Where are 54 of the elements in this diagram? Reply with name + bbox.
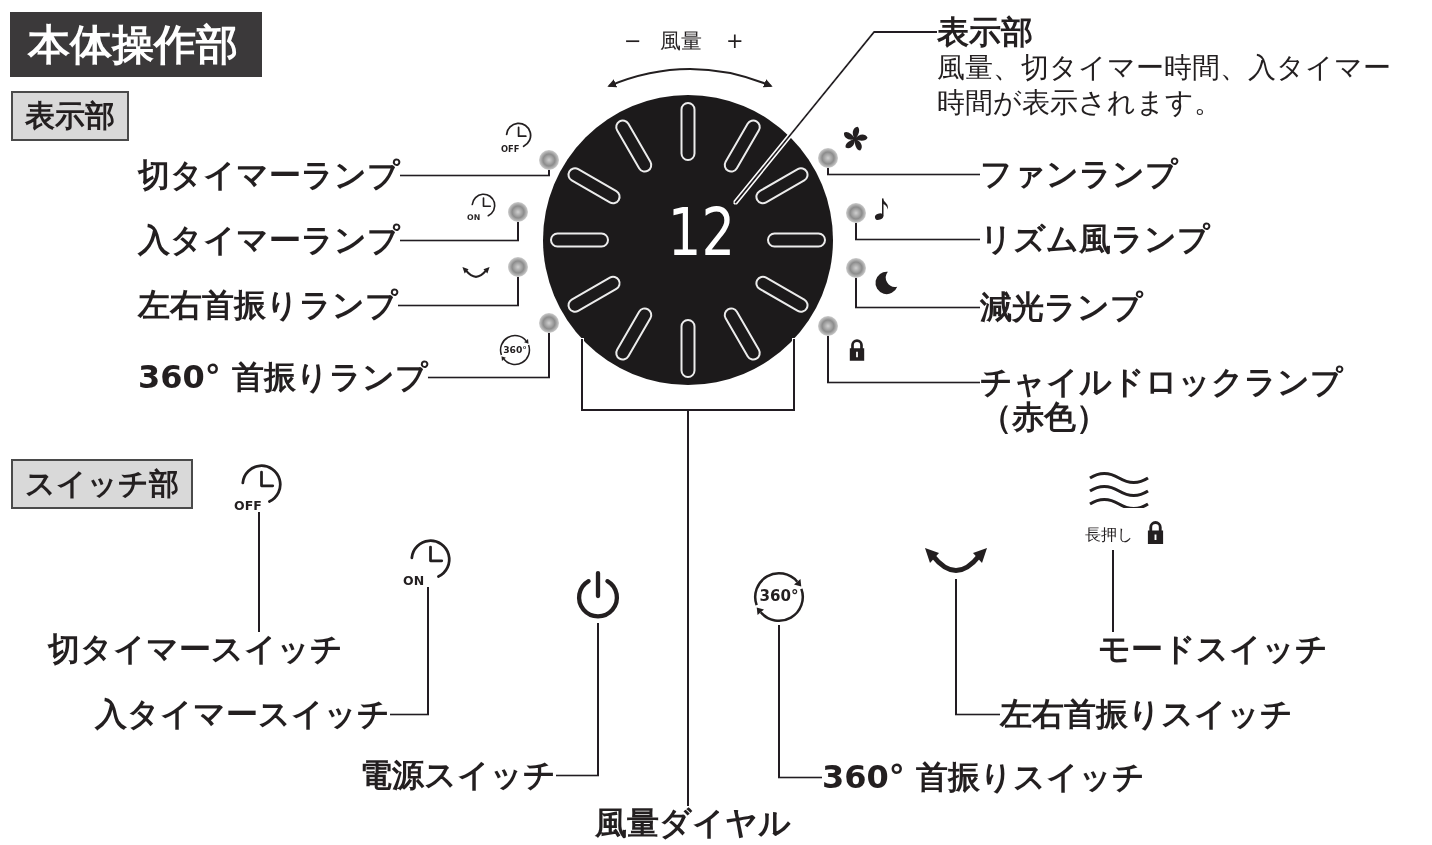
part-label: 切タイマーランプ [138, 158, 400, 193]
part-label: 入タイマーランプ [138, 223, 400, 258]
part-label: 360° 首振りランプ [138, 360, 428, 395]
leader-line [581, 337, 795, 807]
icon-text: OFF [234, 499, 262, 512]
leader-line [555, 622, 599, 777]
part-label: 切タイマースイッチ [48, 632, 343, 667]
leader-line [426, 332, 550, 379]
leader-line [778, 624, 823, 779]
part-label: 左右首振りスイッチ [1000, 697, 1293, 732]
dial-scale-label: + [726, 28, 744, 54]
leader-line [955, 578, 1001, 716]
leader-line [399, 221, 519, 242]
leader-line [855, 222, 981, 241]
dial-scale-label: − [624, 28, 642, 54]
part-label: 減光ランプ [980, 290, 1143, 325]
part-label: リズム風ランプ [980, 222, 1210, 257]
part-label: 風量ダイヤル [595, 806, 791, 841]
part-label: 入タイマースイッチ [95, 697, 390, 732]
leader-line [827, 167, 981, 176]
indicator-lamp [539, 313, 559, 333]
indicator-lamp [846, 203, 866, 223]
part-label: モードスイッチ [1098, 632, 1328, 667]
dial-scale-label: 風量 [660, 28, 702, 54]
indicator-lamp [818, 316, 838, 336]
indicator-lamp [846, 258, 866, 278]
leader-line [855, 277, 981, 309]
icon-text: 360° [759, 589, 799, 605]
callout-heading: 表示部 [937, 14, 1034, 50]
indicator-lamp [539, 150, 559, 170]
leader-line [397, 276, 519, 307]
part-label: ファンランプ [980, 157, 1178, 192]
leader-line [389, 586, 429, 716]
page-title: 本体操作部 [10, 12, 262, 77]
leader-line [1112, 549, 1114, 633]
leader-line [258, 511, 260, 633]
callout-text: 風量、切タイマー時間、入タイマー時間が表示されます。 [937, 50, 1392, 120]
part-label: 左右首振りランプ [138, 288, 398, 323]
indicator-lamp [508, 202, 528, 222]
part-label: 電源スイッチ [360, 758, 556, 793]
leader-line [399, 169, 550, 177]
icon-text: ON [403, 574, 425, 587]
hint-text: 長押し [1085, 525, 1133, 545]
part-label: チャイルドロックランプ（赤色） [980, 365, 1352, 435]
display-readout: 12 [667, 203, 735, 263]
indicator-lamp [818, 148, 838, 168]
indicator-lamp [508, 257, 528, 277]
leader-line [827, 335, 981, 384]
part-label: 360° 首振りスイッチ [822, 760, 1145, 795]
icon-text: 360° [503, 345, 527, 355]
section-header: 表示部 [11, 91, 129, 141]
section-header: スイッチ部 [11, 459, 193, 509]
icon-text: OFF [501, 144, 520, 153]
leader-line [734, 31, 938, 204]
